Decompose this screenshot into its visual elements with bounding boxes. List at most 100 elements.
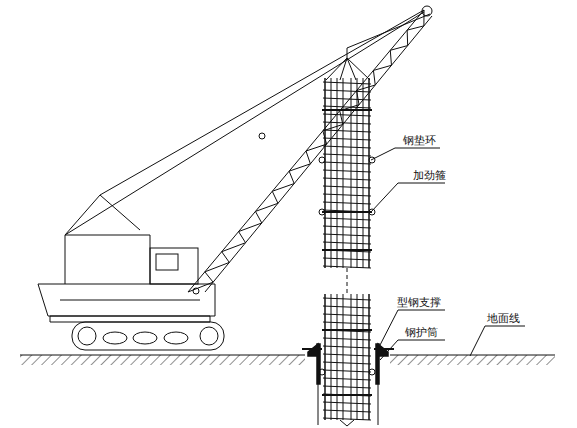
stroke [255, 203, 278, 211]
stroke [323, 98, 371, 100]
stroke [407, 26, 424, 30]
stroke [357, 85, 376, 91]
stroke [222, 243, 246, 252]
stroke [323, 378, 371, 380]
ground-hatch [20, 355, 305, 365]
stroke [323, 386, 371, 388]
stroke [368, 78, 370, 268]
stroke [390, 50, 391, 65]
stroke [363, 78, 364, 268]
part-label: 地面线 [486, 312, 521, 325]
stroke [323, 362, 371, 364]
spacer-ring [319, 157, 325, 163]
spacer-ring [369, 369, 375, 375]
stroke [323, 370, 371, 372]
part-label: 型钢支撑 [396, 296, 442, 309]
stroke [323, 266, 371, 268]
stroke [239, 232, 246, 243]
stroke [324, 294, 326, 420]
stroke [306, 151, 310, 164]
stroke [323, 306, 371, 308]
stroke [306, 144, 327, 151]
stroke [407, 30, 409, 45]
stroke [188, 282, 213, 292]
stroke [323, 146, 371, 148]
crawler-track [72, 322, 224, 350]
stroke [323, 114, 371, 116]
stroke [289, 164, 310, 171]
stroke [323, 194, 371, 196]
part-label: 加劲箍 [412, 169, 447, 182]
stroke [323, 250, 371, 252]
stroke [323, 418, 371, 420]
stroke [322, 394, 372, 396]
stroke [373, 65, 391, 70]
stroke [239, 223, 262, 232]
stroke [323, 186, 371, 188]
stroke [351, 78, 352, 268]
stroke [322, 249, 372, 251]
stroke [323, 258, 371, 260]
stroke [323, 226, 371, 228]
stroke [323, 298, 371, 300]
lattice-boom [65, 6, 432, 294]
stroke [323, 322, 371, 324]
hoist-rope [347, 14, 430, 48]
stroke [323, 242, 371, 244]
stroke [331, 294, 332, 420]
stroke [323, 130, 371, 132]
stroke [368, 294, 370, 420]
stroke [322, 211, 372, 213]
reinforcement-cage [319, 294, 375, 420]
sling [347, 58, 370, 80]
spacer-ring [319, 209, 325, 215]
ground-hatch [390, 355, 555, 365]
stroke [323, 154, 371, 156]
stroke [323, 178, 371, 180]
stroke [323, 82, 371, 84]
stroke [323, 402, 371, 404]
stroke [322, 109, 372, 111]
ground-line [20, 355, 305, 356]
stroke [289, 171, 294, 183]
stroke [337, 294, 338, 420]
stroke [323, 338, 371, 340]
ground-line [390, 355, 555, 356]
stroke [351, 294, 352, 420]
sling [347, 58, 356, 80]
stroke [205, 262, 229, 271]
stroke [323, 122, 371, 124]
cage-tip [340, 420, 354, 426]
stroke [363, 294, 364, 420]
sling [340, 58, 347, 80]
stroke [323, 346, 371, 348]
stroke [323, 410, 371, 412]
stroke [323, 210, 371, 212]
stroke [323, 330, 371, 332]
stroke [323, 90, 371, 92]
reinforcement-cage [319, 78, 375, 268]
stroke [390, 46, 407, 51]
stroke [357, 78, 358, 268]
stroke [272, 184, 294, 192]
part-label: 钢垫环 [402, 134, 437, 147]
stroke [323, 138, 371, 140]
stroke [323, 202, 371, 204]
stroke [323, 106, 371, 108]
stroke [343, 294, 344, 420]
stroke [323, 314, 371, 316]
stroke [373, 70, 375, 85]
leader-line [371, 148, 525, 360]
stroke [323, 218, 371, 220]
steel-support [302, 348, 394, 350]
stroke [205, 272, 213, 282]
stroke [423, 10, 424, 26]
part-label: 钢护筒 [404, 326, 439, 339]
stroke [357, 294, 358, 420]
stroke [323, 234, 371, 236]
stroke [255, 211, 261, 223]
hoist-rope [347, 48, 348, 58]
stroke [323, 354, 371, 356]
